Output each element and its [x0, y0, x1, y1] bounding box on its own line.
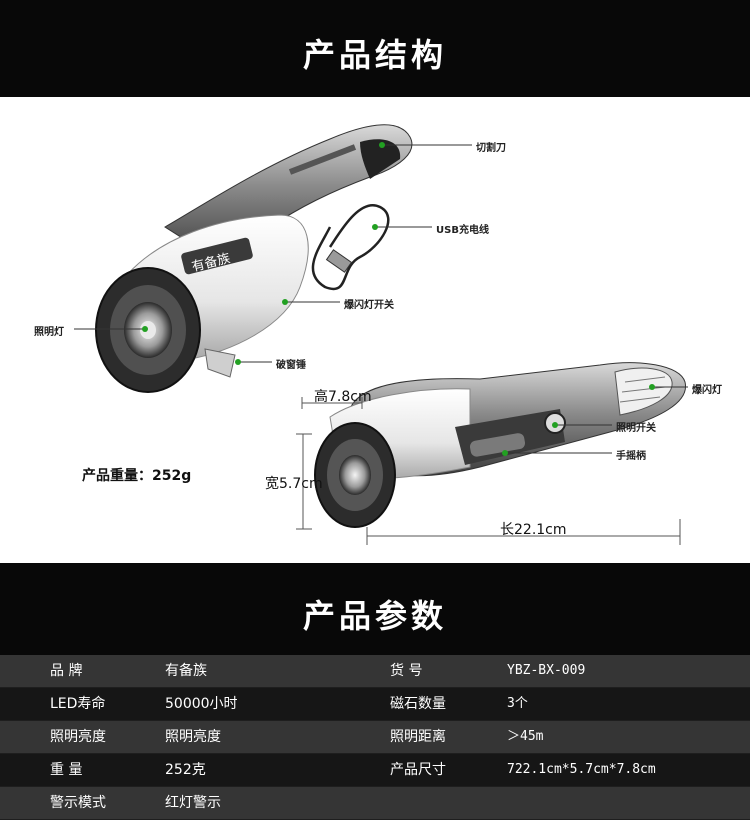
label-usb: USB充电线: [436, 225, 489, 236]
label-crank: 手摇柄: [616, 451, 646, 462]
product-diagram: 有备族: [0, 97, 750, 563]
label-flash-switch: 爆闪灯开关: [344, 300, 394, 311]
dimension-lines: [296, 397, 681, 545]
spec-key: 照明距离: [390, 729, 446, 745]
spec-key: 产品尺寸: [390, 762, 446, 778]
lower-device: [314, 362, 687, 528]
spec-value: 红灯警示: [165, 795, 221, 811]
spec-value: 50000小时: [165, 696, 238, 712]
spec-value: ＞45m: [507, 729, 544, 744]
product-illustration: 有备族: [74, 124, 688, 545]
label-hammer: 破窗锤: [276, 360, 306, 371]
label-flash-light: 爆闪灯: [692, 385, 722, 396]
dim-width: 宽5.7cm: [265, 476, 323, 492]
spec-value: 3个: [507, 696, 528, 711]
upper-device: 有备族: [95, 124, 413, 393]
label-cutter: 切割刀: [476, 143, 506, 154]
spec-key: 品 牌: [50, 663, 83, 679]
structure-header: 产品结构: [0, 0, 750, 97]
spec-key: 警示模式: [50, 795, 106, 811]
label-light: 照明灯: [34, 327, 64, 338]
table-row: 照明亮度 照明亮度 照明距离 ＞45m: [0, 721, 750, 753]
table-row: 品 牌 有备族 货 号 YBZ-BX-009: [0, 655, 750, 687]
spec-key: 货 号: [390, 663, 423, 679]
spec-key: 重 量: [50, 762, 83, 778]
table-row: 重 量 252克 产品尺寸 722.1cm*5.7cm*7.8cm: [0, 754, 750, 786]
params-header: 产品参数: [0, 563, 750, 655]
spec-key: 照明亮度: [50, 729, 106, 745]
table-row: LED寿命 50000小时 磁石数量 3个: [0, 688, 750, 720]
callout-lines: [74, 142, 688, 456]
spec-value: 252克: [165, 762, 206, 778]
dim-length: 长22.1cm: [500, 522, 567, 538]
table-row: 警示模式 红灯警示: [0, 787, 750, 819]
spec-value: 有备族: [165, 663, 207, 679]
structure-title: 产品结构: [302, 36, 447, 74]
spec-value: 照明亮度: [165, 729, 221, 745]
spec-table: 品 牌 有备族 货 号 YBZ-BX-009 LED寿命 50000小时 磁石数…: [0, 655, 750, 820]
params-title: 产品参数: [302, 597, 447, 635]
spec-key: LED寿命: [50, 696, 106, 712]
spec-key: 磁石数量: [390, 696, 446, 712]
product-weight: 产品重量：252g: [82, 468, 192, 484]
label-light-switch: 照明开关: [616, 423, 656, 434]
spec-value: 722.1cm*5.7cm*7.8cm: [507, 762, 656, 777]
dim-height: 高7.8cm: [314, 389, 372, 405]
spec-value: YBZ-BX-009: [507, 663, 586, 678]
